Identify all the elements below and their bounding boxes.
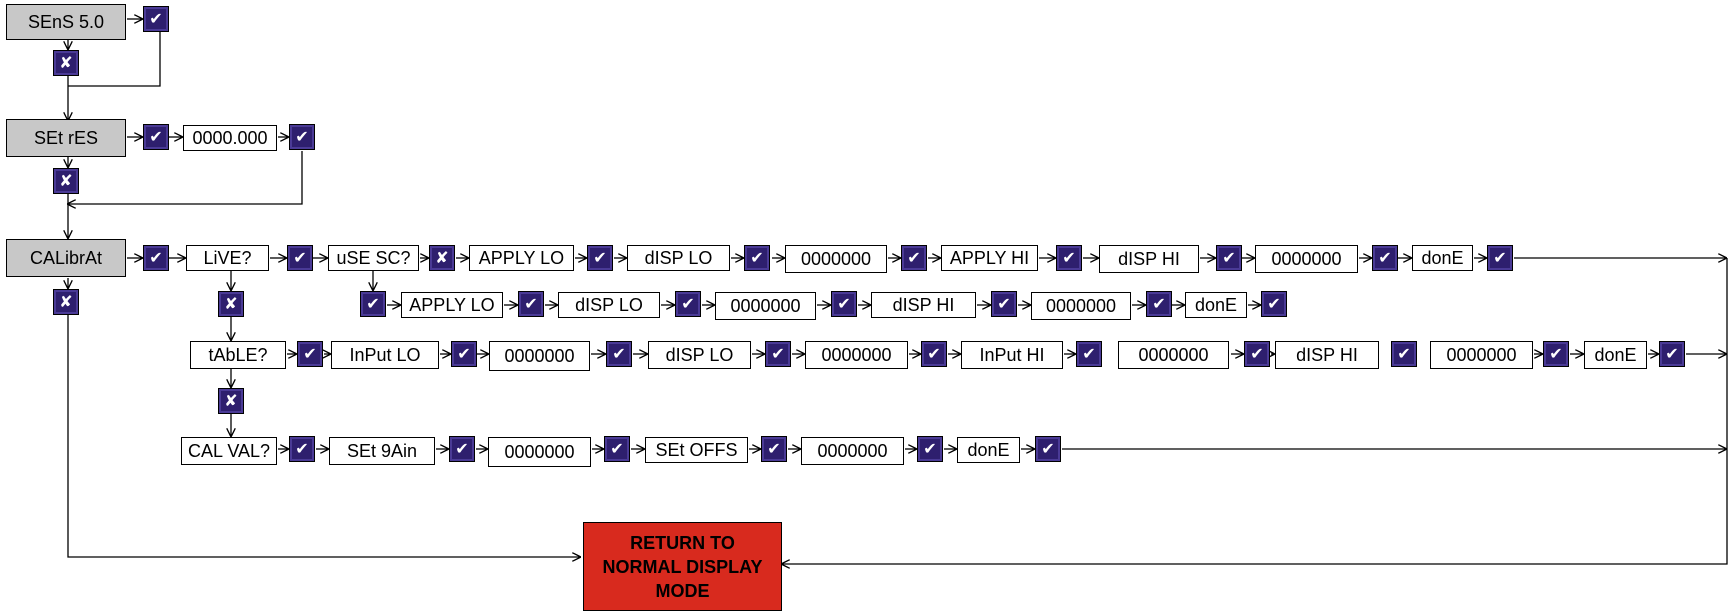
- disp-lo: dISP LO: [627, 245, 730, 271]
- input-hi-value: 0000000: [1118, 341, 1229, 369]
- yes-key-icon[interactable]: ✔: [143, 245, 169, 271]
- done-table: donE: [1584, 341, 1647, 369]
- menu-calibrat[interactable]: CALibrAt: [6, 239, 126, 277]
- table-disp-hi: dISP HI: [1275, 341, 1379, 369]
- yes-key-icon[interactable]: ✔: [921, 341, 947, 367]
- yes-key-icon[interactable]: ✔: [360, 291, 386, 317]
- yes-key-icon[interactable]: ✔: [1487, 245, 1513, 271]
- yes-key-icon[interactable]: ✔: [1056, 245, 1082, 271]
- disp-hi-alt: dISP HI: [871, 292, 976, 318]
- disp-lo-alt: dISP LO: [558, 292, 660, 318]
- yes-key-icon[interactable]: ✔: [744, 245, 770, 271]
- input-lo-value: 0000000: [489, 341, 590, 371]
- no-key-icon[interactable]: ✘: [429, 245, 455, 271]
- yes-key-icon[interactable]: ✔: [1659, 341, 1685, 367]
- yes-key-icon[interactable]: ✔: [1261, 291, 1287, 317]
- disp-hi: dISP HI: [1099, 245, 1199, 273]
- yes-key-icon[interactable]: ✔: [143, 124, 169, 150]
- value-hi-alt: 0000000: [1031, 292, 1131, 320]
- yes-key-icon[interactable]: ✔: [451, 341, 477, 367]
- set-offs: SEt OFFS: [645, 437, 748, 463]
- yes-key-icon[interactable]: ✔: [1391, 341, 1417, 367]
- input-hi: InPut HI: [961, 341, 1063, 369]
- yes-key-icon[interactable]: ✔: [449, 436, 475, 462]
- done-live: donE: [1412, 245, 1473, 271]
- offs-value: 0000000: [801, 437, 904, 465]
- yes-key-icon[interactable]: ✔: [143, 6, 169, 32]
- no-key-icon[interactable]: ✘: [53, 168, 79, 194]
- yes-key-icon[interactable]: ✔: [606, 341, 632, 367]
- table-prompt: tAbLE?: [190, 341, 286, 369]
- yes-key-icon[interactable]: ✔: [604, 436, 630, 462]
- apply-lo: APPLY LO: [469, 245, 574, 271]
- done-calval: donE: [957, 437, 1020, 463]
- live-prompt: LiVE?: [186, 245, 269, 271]
- yes-key-icon[interactable]: ✔: [675, 291, 701, 317]
- yes-key-icon[interactable]: ✔: [1035, 436, 1061, 462]
- yes-key-icon[interactable]: ✔: [1543, 341, 1569, 367]
- yes-key-icon[interactable]: ✔: [289, 436, 315, 462]
- yes-key-icon[interactable]: ✔: [917, 436, 943, 462]
- return-text: RETURN TO NORMAL DISPLAY MODE: [602, 532, 763, 601]
- value-lo: 0000000: [785, 245, 887, 273]
- yes-key-icon[interactable]: ✔: [761, 436, 787, 462]
- resolution-value: 0000.000: [183, 125, 277, 151]
- yes-key-icon[interactable]: ✔: [1216, 245, 1242, 271]
- yes-key-icon[interactable]: ✔: [518, 291, 544, 317]
- yes-key-icon[interactable]: ✔: [1146, 291, 1172, 317]
- gain-value: 0000000: [488, 437, 591, 467]
- yes-key-icon[interactable]: ✔: [289, 124, 315, 150]
- yes-key-icon[interactable]: ✔: [1244, 341, 1270, 367]
- yes-key-icon[interactable]: ✔: [831, 291, 857, 317]
- table-disp-lo: dISP LO: [648, 341, 751, 369]
- use-sc-prompt: uSE SC?: [328, 245, 419, 271]
- yes-key-icon[interactable]: ✔: [991, 291, 1017, 317]
- yes-key-icon[interactable]: ✔: [297, 341, 323, 367]
- yes-key-icon[interactable]: ✔: [1076, 341, 1102, 367]
- apply-hi: APPLY HI: [941, 245, 1038, 271]
- done-live-alt: donE: [1185, 292, 1247, 318]
- no-key-icon[interactable]: ✘: [53, 289, 79, 315]
- menu-sens[interactable]: SEnS 5.0: [6, 4, 126, 40]
- value-hi: 0000000: [1255, 245, 1358, 273]
- yes-key-icon[interactable]: ✔: [765, 341, 791, 367]
- table-disp-lo-value: 0000000: [805, 341, 908, 369]
- set-gain: SEt 9Ain: [329, 437, 435, 465]
- cal-val-prompt: CAL VAL?: [181, 437, 277, 465]
- return-to-normal-display-box: RETURN TO NORMAL DISPLAY MODE: [583, 522, 782, 611]
- yes-key-icon[interactable]: ✔: [587, 245, 613, 271]
- table-disp-hi-value: 0000000: [1430, 341, 1533, 369]
- menu-set-res[interactable]: SEt rES: [6, 119, 126, 157]
- no-key-icon[interactable]: ✘: [218, 388, 244, 414]
- yes-key-icon[interactable]: ✔: [1372, 245, 1398, 271]
- no-key-icon[interactable]: ✘: [218, 291, 244, 317]
- yes-key-icon[interactable]: ✔: [287, 245, 313, 271]
- no-key-icon[interactable]: ✘: [53, 50, 79, 76]
- value-lo-alt: 0000000: [715, 292, 816, 320]
- yes-key-icon[interactable]: ✔: [901, 245, 927, 271]
- input-lo: InPut LO: [331, 341, 439, 369]
- apply-lo-alt: APPLY LO: [401, 292, 503, 318]
